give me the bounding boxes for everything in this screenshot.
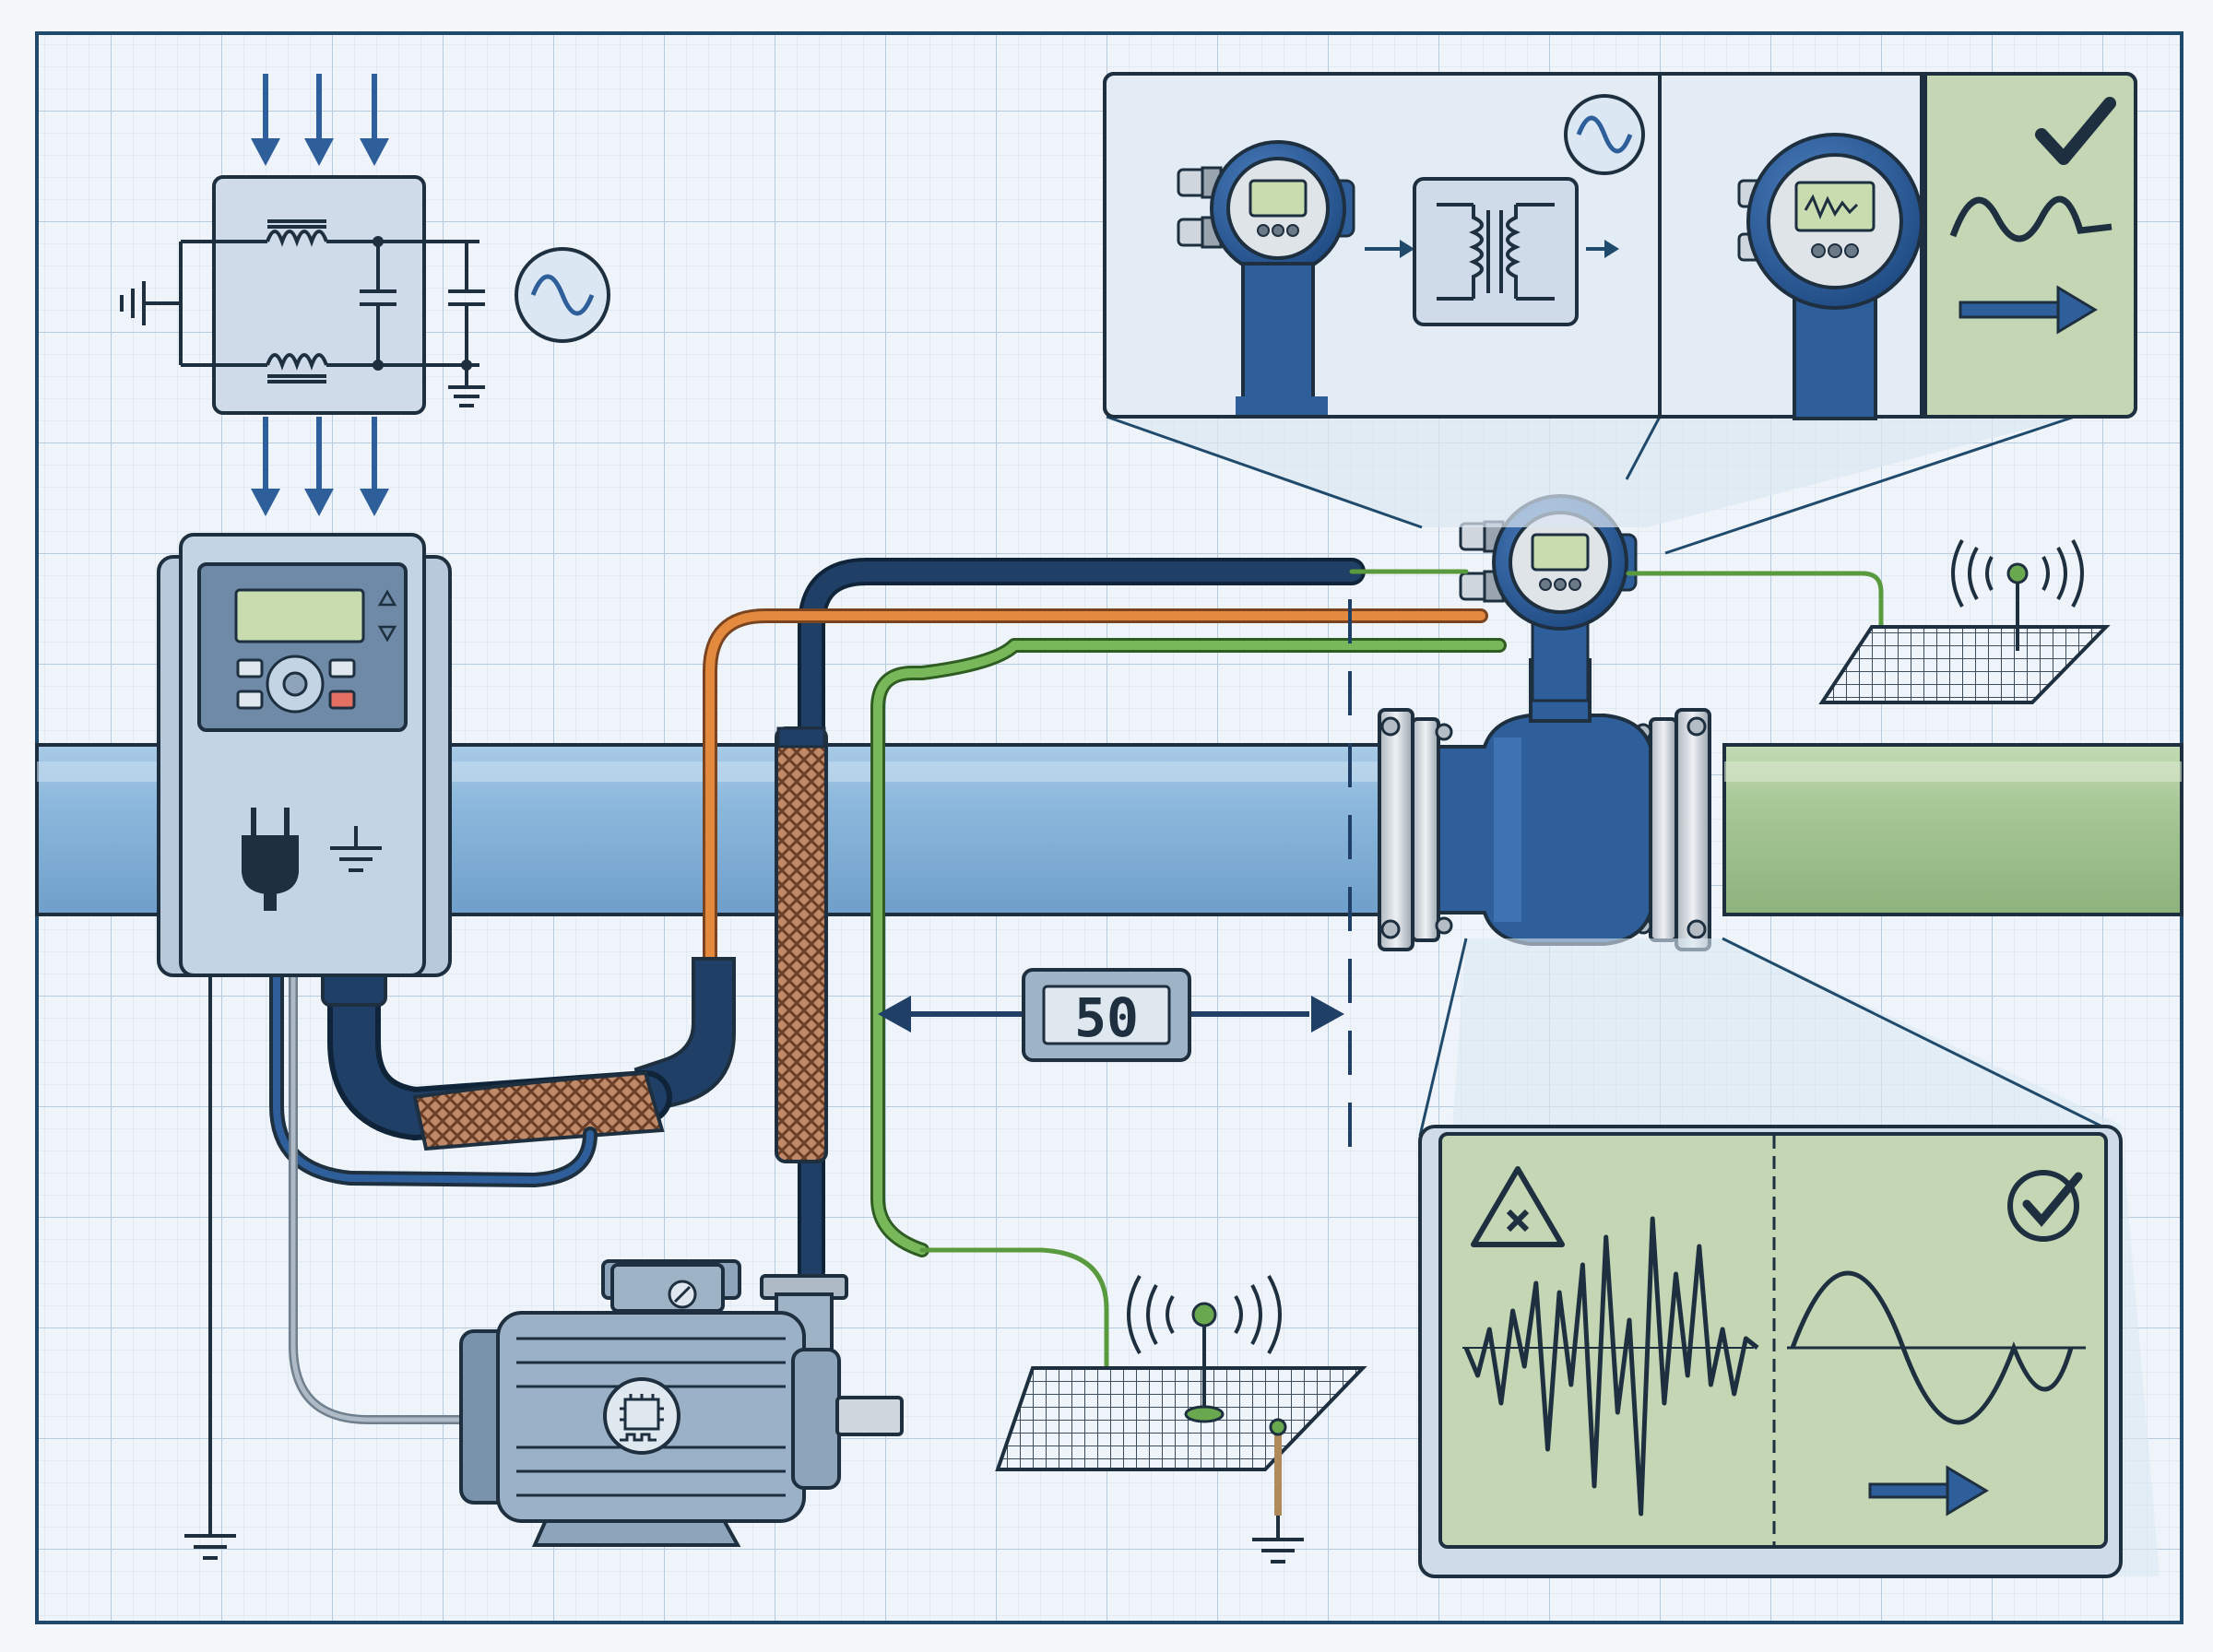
antenna-icon-right (2006, 562, 2029, 584)
variable-frequency-drive (157, 533, 452, 977)
radio-waves (1127, 1275, 1282, 1354)
braided-shield-vertical (775, 726, 828, 1163)
clean-waveform (1790, 1270, 2074, 1425)
drive-stop-key (328, 690, 356, 710)
drive-lcd (234, 588, 365, 643)
distance-value: 50 (1074, 986, 1139, 1049)
signal-cables (703, 558, 1884, 1386)
drive-ground-icon (330, 826, 382, 872)
clean-signal-panel (1922, 76, 2134, 415)
motor-cable (333, 956, 667, 1136)
clean-sine-wave (1949, 195, 2112, 242)
antenna-icon (1191, 1302, 1217, 1328)
scope-arrow-right-icon (1868, 1465, 1989, 1516)
pipe-highlight-green (1724, 761, 2182, 782)
ac-sine-icon (515, 247, 610, 343)
ac-sine-icon-callout (1564, 94, 1645, 175)
emi-filter (120, 74, 610, 516)
filter-schematic (120, 219, 485, 387)
separation-distance-indicator: 50 (878, 599, 1352, 1158)
drive-ground-loop (273, 918, 594, 1185)
drive-motor-cable (269, 914, 672, 1188)
ground-wire-to-mesh (919, 1247, 1109, 1386)
flange-left-inner (1411, 717, 1440, 942)
noisy-waveform (1463, 1216, 1759, 1516)
meter-body-shine (1494, 738, 1521, 922)
motor-shaft (835, 1396, 904, 1436)
inductor-bottom (266, 353, 328, 371)
ground-mesh-right (1818, 539, 2111, 704)
magnetic-flowmeter (1378, 658, 1711, 951)
arrow-right-icon (1959, 285, 2098, 335)
checkmark-icon (2035, 97, 2116, 165)
ground-wire-right-mesh (1626, 571, 1884, 667)
flange-left-outer (1378, 708, 1414, 951)
drive-key-2 (236, 690, 264, 710)
shield-collar (776, 726, 826, 749)
check-circle-icon (2007, 1170, 2083, 1242)
electric-motor (459, 1259, 904, 1547)
distance-display-screen (1042, 985, 1171, 1045)
signal-comparison-callout (1418, 937, 2160, 1578)
orange-signal-cable (705, 611, 1485, 973)
plug-icon (242, 808, 299, 911)
callout-wedge-top (1106, 417, 2075, 527)
arrow-left-head (878, 996, 911, 1032)
transformer-icon (1413, 177, 1579, 326)
arrow-right-head (1311, 996, 1344, 1032)
orange-cable-boot (633, 957, 736, 1115)
drive-updown-icon (377, 589, 397, 643)
drive-key-3 (328, 658, 356, 678)
warning-triangle-icon (1471, 1166, 1565, 1247)
flange-right-outer (1675, 708, 1711, 951)
filter-box (212, 175, 426, 415)
filter-input-arrows (251, 74, 389, 166)
flange-right-inner (1649, 717, 1678, 942)
motor-endbell-right (791, 1348, 841, 1490)
transmitter-after (1737, 133, 1923, 420)
ground-mesh-center (995, 1275, 1367, 1564)
green-ground-cable (873, 641, 1504, 1255)
drive-key-1 (236, 658, 264, 678)
motor-cable-braid (412, 1070, 665, 1151)
motor-feed-wire-core (290, 977, 466, 1422)
inductor-top (266, 230, 328, 247)
transmitter-before (1177, 140, 1355, 417)
filter-ground (448, 385, 485, 407)
radio-waves-right (1951, 539, 2084, 608)
arrow-right-icon-small (1604, 240, 1619, 258)
motor-cooling-fins (516, 1337, 786, 1497)
transmitter-detail-callout (1103, 72, 2137, 555)
terminal-box (610, 1263, 725, 1313)
filter-output-arrows (251, 417, 389, 516)
motor-chip-icon (603, 1377, 680, 1455)
meter-body (1437, 714, 1652, 946)
